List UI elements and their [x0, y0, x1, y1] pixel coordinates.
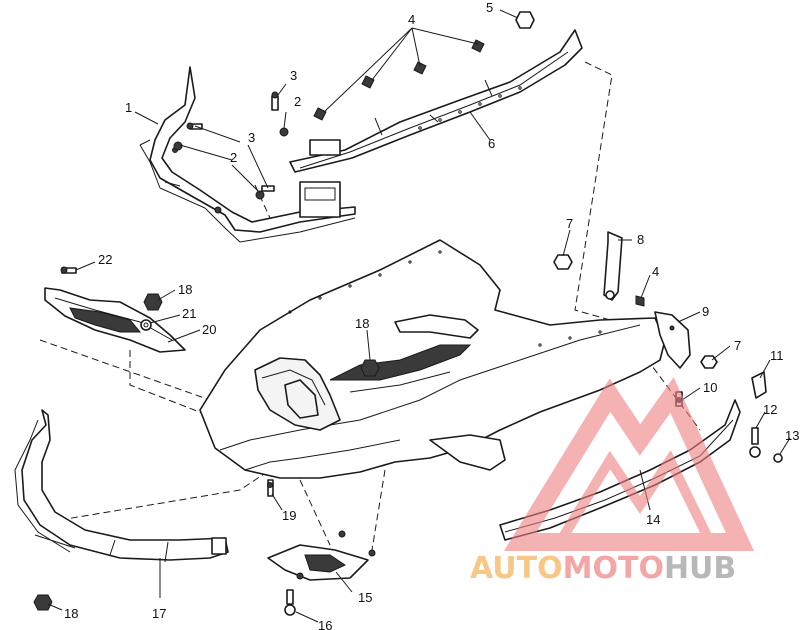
screw-3c: [261, 185, 275, 192]
callout-10: 10: [703, 380, 717, 395]
clip-4b: [413, 61, 427, 75]
clip-11: [751, 371, 767, 399]
part-9-bracket: [654, 311, 691, 369]
callout-7a: 7: [566, 216, 573, 231]
nut-5: [515, 11, 535, 29]
callout-9: 9: [702, 304, 709, 319]
callout-12: 12: [763, 402, 777, 417]
clip-4c: [471, 39, 485, 53]
screw-16: [284, 589, 296, 616]
part-1-bracket: [139, 66, 356, 243]
nut-2c: [255, 190, 265, 200]
callout-2a: 2: [294, 94, 301, 109]
leader-lines: [47, 9, 791, 623]
nut-7a: [553, 254, 573, 270]
screw-3a: [271, 91, 279, 111]
callout-4a: 4: [408, 12, 415, 27]
callout-1: 1: [125, 100, 132, 115]
callout-11: 11: [770, 348, 784, 363]
part-17-bumper: [14, 409, 229, 563]
part-8-link: [603, 231, 623, 301]
watermark-moto: MOTO: [563, 551, 664, 586]
callout-18c: 18: [355, 316, 369, 331]
callout-21: 21: [182, 306, 196, 321]
callout-22: 22: [98, 252, 112, 267]
callout-18a: 18: [64, 606, 78, 621]
callout-15: 15: [358, 590, 372, 605]
nut-18b: [360, 359, 380, 377]
svg-text:AUTOMOTOHUB: AUTOMOTOHUB: [470, 551, 736, 586]
watermark-triangle-icon: [503, 377, 755, 551]
callout-17: 17: [152, 606, 166, 621]
callout-19: 19: [282, 508, 296, 523]
clip-4e: [635, 295, 645, 307]
callout-16: 16: [318, 618, 332, 630]
callout-18b: 18: [178, 282, 192, 297]
automotohub-watermark: AUTOMOTOHUB: [470, 377, 755, 586]
screw-12: [749, 427, 761, 458]
callout-5: 5: [486, 0, 493, 15]
fasteners: [33, 11, 783, 616]
callout-4b: 4: [652, 264, 659, 279]
callout-14: 14: [646, 512, 660, 527]
washer-21: [140, 319, 152, 331]
hood-assembly: [199, 239, 666, 479]
watermark-auto: AUTO: [470, 551, 563, 586]
clip-4a: [361, 75, 375, 89]
part-6-crossbar: [289, 29, 583, 173]
screw-19: [267, 479, 274, 497]
callout-6: 6: [488, 136, 495, 151]
washer-13: [773, 453, 783, 463]
nut-18c: [33, 594, 53, 611]
callout-2b: 2: [230, 150, 237, 165]
callout-8: 8: [637, 232, 644, 247]
part-20-side-panel: [44, 287, 186, 353]
callout-20: 20: [202, 322, 216, 337]
nut-2b: [173, 141, 183, 151]
callout-7b: 7: [734, 338, 741, 353]
screw-22: [60, 266, 77, 274]
nut-2a: [279, 127, 289, 137]
callout-labels: 1 2 3 3 2 4 5 6 7 8 4 9 7 10 11 12 13 14…: [64, 0, 799, 630]
clip-4d: [313, 107, 327, 121]
watermark-hub: HUB: [664, 551, 736, 586]
nut-18a: [143, 293, 163, 311]
part-15-skid: [267, 544, 369, 581]
callout-3a: 3: [290, 68, 297, 83]
callout-3b: 3: [248, 130, 255, 145]
callout-13: 13: [785, 428, 799, 443]
